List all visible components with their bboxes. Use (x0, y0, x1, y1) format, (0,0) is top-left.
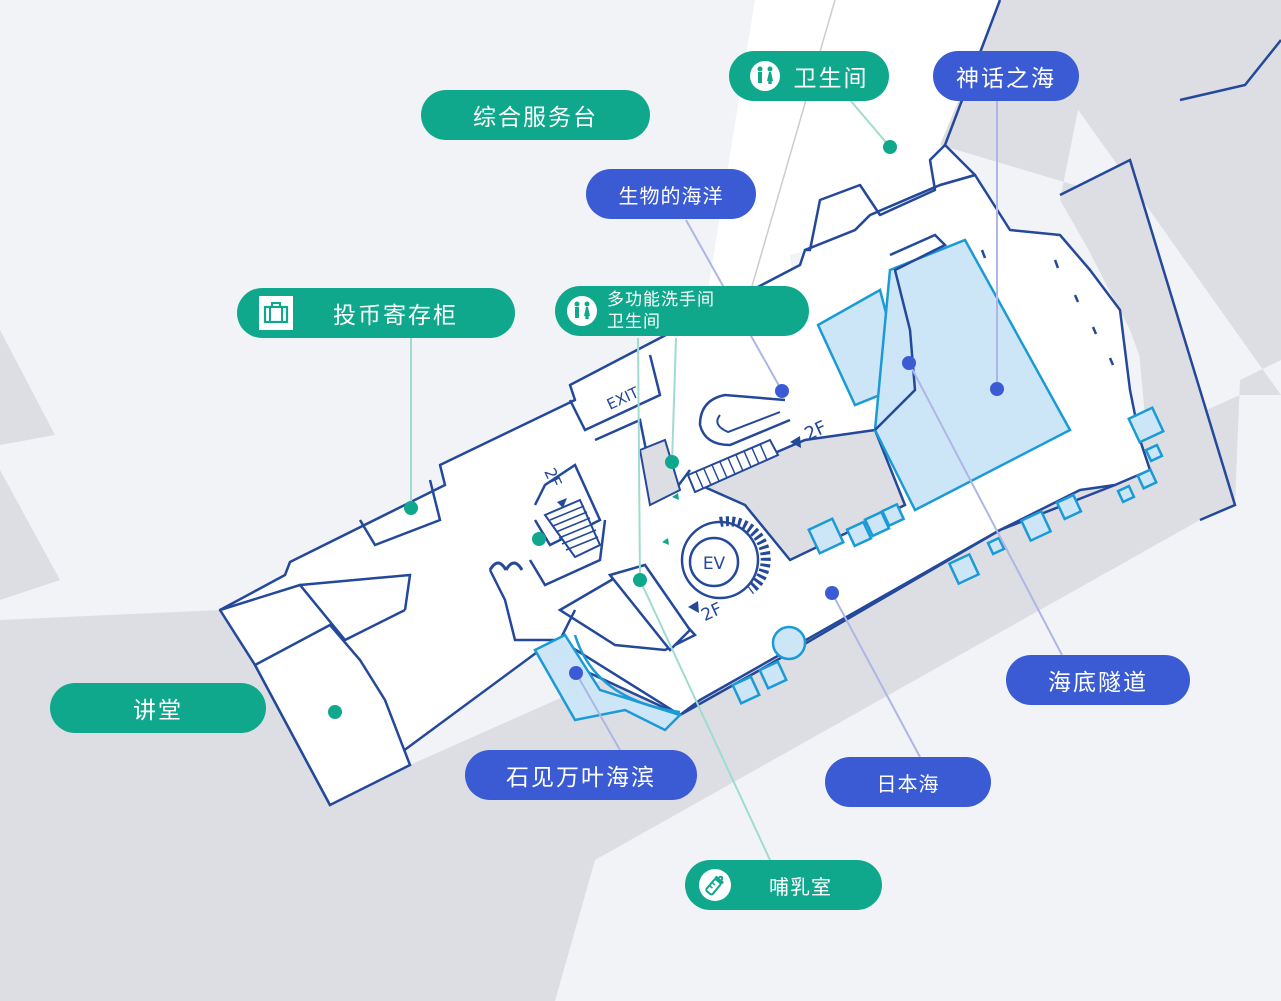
direction-arrows (557, 436, 801, 613)
lecture-hall-text: 讲堂 (133, 698, 183, 724)
walkway-edge-line (747, 0, 836, 301)
sea-of-life-label[interactable]: 生物的海洋 (586, 169, 756, 219)
nursing-room (607, 563, 692, 652)
sea-of-life-text: 生物的海洋 (618, 183, 724, 208)
undersea-tunnel-label[interactable]: 海底隧道 (1006, 655, 1190, 705)
seaside-glass (573, 634, 681, 714)
coin-locker-label[interactable]: 投币寄存柜 (237, 288, 515, 338)
restroom-dot (883, 140, 897, 154)
exit-room-wall (568, 354, 662, 432)
small-green-arrows (662, 493, 679, 545)
east-wall (1059, 158, 1237, 522)
undersea-tunnel-text: 海底隧道 (1048, 670, 1148, 696)
northeast-wall (1179, 39, 1281, 102)
locker-dot (404, 501, 418, 515)
seaside-text: 石见万叶海滨 (506, 765, 656, 791)
location-dots (328, 140, 1004, 719)
restroom-icon (567, 296, 597, 326)
sea-of-japan-label[interactable]: 日本海 (825, 757, 991, 807)
nursing-room-label[interactable]: 哺乳室 (685, 860, 882, 910)
locker-room-wall (358, 479, 442, 547)
myth-sea-tank (873, 238, 1072, 512)
restroom-corridor (803, 143, 977, 252)
info-desk-text: 综合服务台 (473, 105, 598, 131)
toilet-room (638, 438, 682, 507)
ramp-loop (698, 393, 791, 447)
locker-icon (259, 296, 293, 330)
undersea-tunnel-dot (902, 356, 916, 370)
lecture-hall-dot (328, 705, 342, 719)
multi-restroom-label[interactable]: 多功能洗手间 卫生间 (555, 286, 809, 336)
baby-bottle-icon (699, 869, 731, 901)
nursing-room-dot (633, 573, 647, 587)
restroom-icon (749, 61, 780, 91)
elevator-label: EV (703, 554, 726, 574)
myth-sea-dot (990, 382, 1004, 396)
facility-leader-lines (410, 99, 891, 861)
small-tanks (731, 406, 1165, 705)
ramp-inner (716, 411, 781, 434)
nursing-room-text: 哺乳室 (769, 874, 832, 899)
info-desk-dot (532, 532, 546, 546)
staircase (543, 498, 602, 559)
restroom-label[interactable]: 卫生间 (729, 51, 889, 101)
stair-lower-wall (528, 519, 607, 587)
seaside-dot (569, 666, 583, 680)
tanks (533, 233, 1165, 732)
exit-arch-icon (488, 561, 524, 571)
south-west-wall (559, 638, 681, 717)
stair-room-wall (533, 463, 602, 547)
lecture-hall-label[interactable]: 讲堂 (50, 683, 266, 733)
elevator-shaft (688, 536, 740, 588)
myth-sea-text: 神话之海 (956, 66, 1056, 92)
escalator (686, 438, 780, 494)
west-wall (219, 583, 406, 642)
myth-sea-wall (874, 233, 948, 431)
sea-of-japan-text: 日本海 (876, 771, 940, 796)
info-desk-label[interactable]: 综合服务台 (421, 90, 650, 140)
south-corridor-wall (679, 483, 1116, 717)
coin-locker-text: 投币寄存柜 (333, 303, 458, 329)
seaside-tank (533, 633, 683, 732)
elevator-spiral (680, 516, 771, 600)
east-outside-2 (1060, 160, 1235, 520)
myth-sea-label[interactable]: 神话之海 (933, 51, 1079, 101)
passage-wall (488, 569, 577, 642)
sea-of-japan-dot (825, 586, 839, 600)
restroom-text: 卫生间 (793, 66, 869, 92)
multi-restroom-line1: 多功能洗手间 (607, 290, 715, 310)
multi-restroom-line2: 卫生间 (607, 312, 661, 332)
seaside-label[interactable]: 石见万叶海滨 (465, 750, 697, 800)
multi-restroom-dot (665, 455, 679, 469)
sea-of-life-dot (775, 384, 789, 398)
west-inner-wall (299, 573, 412, 611)
window-dashes (980, 249, 1115, 366)
round-tank (771, 625, 807, 661)
